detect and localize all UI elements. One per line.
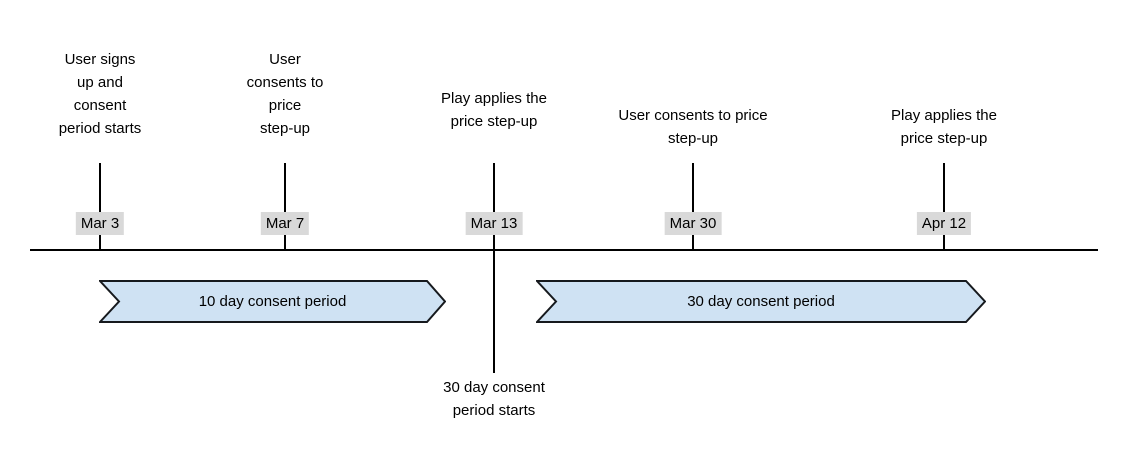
timeline-axis <box>30 249 1098 251</box>
event-tick-mar-13 <box>493 163 495 373</box>
banner-arrow-shape <box>99 280 446 323</box>
event-label-apr-12: Play applies the price step-up <box>891 107 997 147</box>
banner-arrow-polygon <box>536 280 986 323</box>
date-chip-mar-3: Mar 3 <box>75 212 125 235</box>
event-tick-mar-7 <box>284 163 286 250</box>
below-timeline-label-mar-13: 30 day consent period starts <box>443 379 545 419</box>
consent-banner-10-day: 10 day consent period <box>99 280 446 323</box>
event-tick-apr-12 <box>943 163 945 250</box>
date-chip-apr-12: Apr 12 <box>916 212 972 235</box>
event-tick-mar-30 <box>692 163 694 250</box>
event-label-mar-3: User signs up and consent period starts <box>58 51 142 137</box>
banner-label-10-day: 10 day consent period <box>198 293 347 310</box>
banner-arrow-polygon <box>99 280 446 323</box>
event-label-mar-30: User consents to price step-up <box>618 107 768 147</box>
event-label-mar-7: User consents to price step-up <box>246 51 324 137</box>
banner-arrow-shape <box>536 280 986 323</box>
date-chip-mar-7: Mar 7 <box>260 212 310 235</box>
consent-banner-30-day: 30 day consent period <box>536 280 986 323</box>
banner-label-30-day: 30 day consent period <box>687 293 835 310</box>
date-chip-mar-13: Mar 13 <box>465 212 523 235</box>
date-chip-mar-30: Mar 30 <box>664 212 722 235</box>
event-tick-mar-3 <box>99 163 101 250</box>
event-label-mar-13: Play applies the price step-up <box>441 90 547 130</box>
